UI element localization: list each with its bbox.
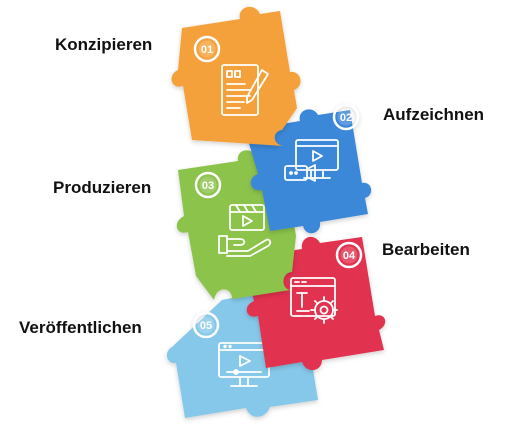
step-label-bearbeiten: Bearbeiten [382,240,470,259]
puzzle-piece-02: 02 [245,103,372,234]
hand-video-icon [218,204,272,257]
step-number-04: 04 [343,250,356,262]
step-label-veroeffentlichen: Veröffentlichen [19,318,142,337]
document-pen-icon [221,64,269,116]
step-number-01: 01 [201,44,213,56]
step-number-03: 03 [202,180,214,192]
step-number-05: 05 [200,320,212,332]
puzzle-piece-01: 01 [171,6,301,146]
step-label-aufzeichnen: Aufzeichnen [383,105,485,124]
step-label-konzipieren: Konzipieren [55,35,153,54]
video-camera-screen-icon [284,139,339,182]
step-number-02: 02 [340,112,352,124]
step-label-produzieren: Produzieren [53,178,152,197]
monitor-video-icon [218,342,270,387]
editor-gear-icon [290,277,338,324]
